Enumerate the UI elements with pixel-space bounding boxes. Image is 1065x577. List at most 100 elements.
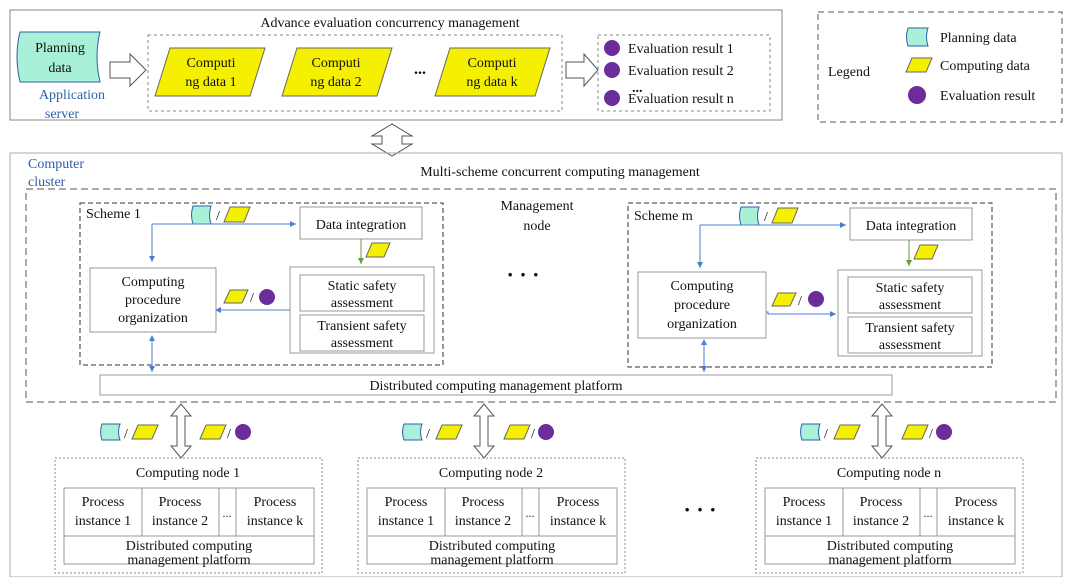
planning-data-label-1: Planning — [35, 41, 85, 56]
legend-title: Legend — [828, 65, 870, 80]
scheme-m-proc-result-icon — [808, 291, 824, 307]
management-node-box — [25, 188, 1057, 403]
svg-text:...: ... — [526, 506, 535, 520]
result-ellipsis: ... — [632, 81, 643, 96]
scheme-m-static-line1: Static safety — [876, 281, 945, 296]
result-n-dot — [604, 90, 620, 106]
svg-text:Process: Process — [462, 495, 505, 510]
legend-result-label: Evaluation result — [940, 89, 1035, 104]
scheme-1-integration-data-icon — [365, 242, 391, 258]
computing-node-n: Computing node n Process instance 1 Proc… — [755, 457, 1024, 574]
svg-text:/: / — [124, 427, 128, 442]
scheme-m-proc-arrow — [766, 311, 836, 317]
scheme-1-static-line2: assessment — [331, 296, 393, 311]
computing-data-k-line1: Computi — [467, 56, 516, 71]
computing-data-ellipsis: ... — [414, 61, 426, 78]
scheme-m-transient-line2: assessment — [879, 338, 941, 353]
svg-text:instance 1: instance 1 — [378, 514, 434, 529]
scheme-1-box — [79, 202, 444, 366]
svg-text:Distributed computing: Distributed computing — [429, 539, 555, 554]
result-n-label: Evaluation result n — [628, 92, 734, 107]
scheme-1-slash: / — [216, 209, 220, 224]
svg-text:Distributed computing: Distributed computing — [126, 539, 252, 554]
svg-text:...: ... — [223, 506, 232, 520]
svg-text:instance k: instance k — [948, 514, 1004, 529]
result-1-label: Evaluation result 1 — [628, 42, 734, 57]
computing-node-1-title: Computing node 1 — [136, 466, 240, 481]
scheme-m-procedure-box — [637, 271, 767, 339]
scheme-m-proc-slash: / — [798, 294, 802, 309]
node-2-transfer: / / — [402, 403, 554, 459]
double-arrow-top — [370, 123, 414, 157]
scheme-1-transient-line2: assessment — [331, 336, 393, 351]
result-2-dot — [604, 62, 620, 78]
svg-text:instance 2: instance 2 — [455, 514, 511, 529]
scheme-1-proc-result-icon — [259, 289, 275, 305]
svg-text:instance 1: instance 1 — [776, 514, 832, 529]
computing-node-1: Computing node 1 Process instance 1 Proc… — [54, 457, 323, 574]
scheme-m-proc-computing-icon — [771, 292, 797, 307]
scheme-1-static-box — [299, 274, 425, 312]
scheme-1-data-integration: Data integration — [316, 218, 407, 233]
computing-data-k-line2: ng data k — [466, 75, 517, 90]
scheme-1-proc-slash: / — [250, 291, 254, 306]
computing-data-1-line1: Computi — [186, 56, 235, 71]
svg-text:/: / — [227, 427, 231, 442]
svg-text:Process: Process — [860, 495, 903, 510]
scheme-m-planning-icon — [739, 206, 760, 226]
legend-planning-icon — [906, 27, 929, 47]
svg-text:Process: Process — [385, 495, 428, 510]
scheme-1-static-line1: Static safety — [328, 279, 397, 294]
hollow-arrow-right-2 — [565, 52, 599, 88]
advance-evaluation-title: Advance evaluation concurrency managemen… — [260, 16, 519, 31]
computing-data-2-line2: ng data 2 — [310, 75, 361, 90]
svg-text:instance k: instance k — [247, 514, 303, 529]
scheme-m-procedure-line2: procedure — [674, 298, 730, 313]
svg-text:management platform: management platform — [127, 553, 250, 568]
computing-data-k-shape — [434, 47, 551, 97]
svg-text:instance 1: instance 1 — [75, 514, 131, 529]
computing-data-1-shape — [154, 47, 266, 97]
scheme-m-integration-data-icon — [913, 244, 939, 260]
scheme-1-transient-box — [299, 314, 425, 352]
scheme-1-title: Scheme 1 — [86, 207, 141, 222]
computing-data-2-shape — [281, 47, 393, 97]
scheme-m-static-line2: assessment — [879, 298, 941, 313]
svg-text:Process: Process — [254, 495, 297, 510]
svg-text:instance 2: instance 2 — [853, 514, 909, 529]
scheme-1-transient-line1: Transient safety — [317, 319, 406, 334]
svg-text:management platform: management platform — [430, 553, 553, 568]
node-1-transfer: / / — [100, 403, 251, 459]
legend-planning-label: Planning data — [940, 31, 1017, 46]
svg-text:/: / — [824, 427, 828, 442]
scheme-1-procedure-line2: procedure — [125, 293, 181, 308]
application-server-label-2: server — [45, 107, 80, 122]
platform-bar — [99, 374, 893, 396]
hollow-arrow-right — [109, 52, 147, 88]
planning-data-shape — [16, 31, 101, 83]
scheme-m-transient-box — [847, 316, 973, 354]
scheme-m-transient-line1: Transient safety — [865, 321, 954, 336]
computing-node-n-title: Computing node n — [837, 466, 941, 481]
platform-bar-label: Distributed computing management platfor… — [369, 379, 622, 394]
svg-text:Process: Process — [557, 495, 600, 510]
nodes-dots: · · · — [683, 497, 716, 522]
svg-text:Process: Process — [955, 495, 998, 510]
node-n-transfer: / / — [800, 403, 952, 459]
scheme-1-procedure-box — [89, 267, 217, 333]
computing-data-2-line1: Computi — [311, 56, 360, 71]
legend-computing-label: Computing data — [940, 59, 1031, 74]
scheme-m-data-integration-box — [849, 207, 973, 241]
computing-data-1-line2: ng data 1 — [185, 75, 236, 90]
svg-text:/: / — [929, 427, 933, 442]
application-server-label-1: Application — [39, 88, 105, 103]
scheme-1-procedure-line1: Computing — [121, 275, 184, 290]
scheme-m-static-box — [847, 276, 973, 314]
scheme-m-procedure-line1: Computing — [670, 279, 733, 294]
legend-computing-icon — [905, 57, 933, 73]
scheme-m-slash: / — [764, 210, 768, 225]
scheme-1-proc-computing-icon — [223, 289, 249, 304]
legend-result-icon — [908, 86, 926, 104]
management-node-line1: Management — [500, 199, 573, 214]
